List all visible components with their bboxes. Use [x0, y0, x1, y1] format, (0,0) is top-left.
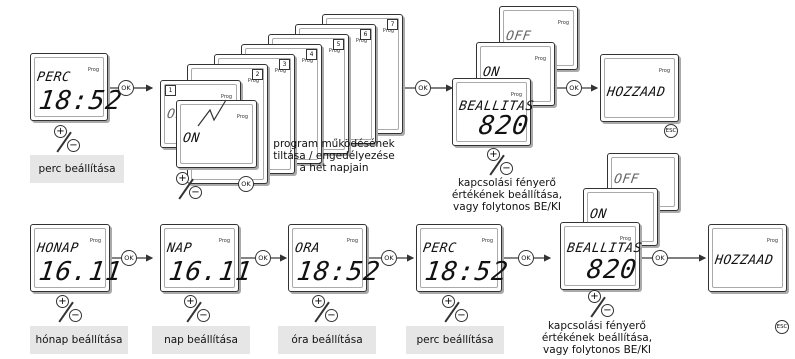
lcd-label: ORA — [293, 241, 322, 256]
zigzag-icon — [197, 99, 227, 127]
caption-perc-row2: perc beállítása — [406, 326, 504, 354]
ok-button[interactable]: OK — [652, 250, 668, 266]
plus-minus-buttons[interactable]: + − — [54, 125, 82, 155]
minus-button[interactable]: − — [455, 309, 468, 322]
ok-button[interactable]: OK — [566, 80, 582, 96]
caption-nap: nap beállítása — [152, 326, 250, 354]
day-number: 1 — [165, 85, 176, 96]
lcd-label: PERC — [421, 241, 458, 256]
plus-minus-buttons[interactable]: + − — [487, 148, 515, 178]
lcd-label: PERC — [35, 70, 72, 85]
caption-perc-row1: perc beállítása — [30, 155, 124, 183]
caption-ora: óra beállítása — [278, 326, 376, 354]
minus-button[interactable]: − — [189, 186, 202, 199]
ok-button[interactable]: OK — [518, 250, 534, 266]
light-note-row2: kapcsolási fényerő értékének beállítása,… — [541, 320, 653, 356]
on-label: ON — [588, 207, 608, 222]
lcd-value: 820 — [584, 255, 640, 285]
lcd-label: NAP — [165, 241, 194, 256]
days-note: program működésének tiltása / engedélyez… — [273, 138, 395, 174]
minus-button[interactable]: − — [67, 139, 80, 152]
plus-button[interactable]: + — [56, 295, 69, 308]
minus-button[interactable]: − — [69, 309, 82, 322]
plus-minus-buttons[interactable]: + − — [588, 290, 616, 320]
day-number: 3 — [279, 59, 290, 70]
plus-button[interactable]: + — [184, 295, 197, 308]
lcd-value: 820 — [476, 111, 532, 141]
caption-honap: hónap beállítása — [30, 326, 128, 354]
minus-button[interactable]: − — [601, 304, 614, 317]
lcd-perc-row2: Prog PERC 18:52 — [416, 224, 510, 292]
plus-button[interactable]: + — [588, 290, 601, 303]
lcd-label: HOZZAAD — [713, 253, 775, 268]
minus-button[interactable]: − — [500, 162, 513, 175]
prog-indicator: Prog — [87, 67, 99, 73]
day-number: 6 — [360, 29, 371, 40]
ok-button[interactable]: OK — [118, 80, 134, 96]
ok-button[interactable]: OK — [415, 80, 431, 96]
day-number: 7 — [387, 19, 398, 30]
plus-button[interactable]: + — [442, 295, 455, 308]
day-number: 5 — [333, 39, 344, 50]
lcd-value: 18:52 — [36, 86, 125, 116]
plus-minus-buttons[interactable]: + − — [312, 295, 340, 325]
off-label: OFF — [612, 172, 641, 187]
plus-button[interactable]: + — [54, 125, 67, 138]
light-note-row1: kapcsolási fényerő értékének beállítása,… — [451, 177, 563, 213]
lcd-nap: Prog NAP 16.11 — [160, 224, 254, 292]
lcd-label: BEALLITAS — [565, 241, 644, 256]
esc-button[interactable]: ESC — [775, 320, 789, 334]
lcd-day-1-on: Prog ON — [176, 100, 257, 168]
plus-minus-buttons[interactable]: + − — [176, 172, 204, 202]
lcd-value: 18:52 — [294, 257, 383, 287]
lcd-perc-row1: Prog PERC 18:52 — [30, 53, 124, 121]
minus-button[interactable]: − — [325, 309, 338, 322]
lcd-label: HOZZAAD — [605, 85, 667, 100]
lcd-hozzaad-row2: Prog HOZZAAD — [708, 224, 787, 292]
lcd-value: 18:52 — [422, 257, 511, 287]
day-number: 4 — [306, 49, 317, 60]
day-number: 2 — [252, 69, 263, 80]
lcd-value: 16.11 — [36, 257, 125, 287]
minus-button[interactable]: − — [197, 309, 210, 322]
lcd-value: 16.11 — [166, 257, 255, 287]
ok-button[interactable]: OK — [121, 250, 137, 266]
lcd-ora: Prog ORA 18:52 — [288, 224, 382, 292]
lcd-hozzaad-row1: Prog HOZZAAD — [600, 54, 679, 122]
lcd-honap: Prog HONAP 16.11 — [30, 224, 124, 292]
plus-minus-buttons[interactable]: + − — [184, 295, 212, 325]
lcd-label: HONAP — [35, 241, 80, 256]
lcd-light-setting: Prog BEALLITAS 820 — [452, 78, 535, 146]
lcd-light-setting-row2: Prog BEALLITAS 820 — [560, 222, 644, 290]
plus-minus-buttons[interactable]: + − — [442, 295, 470, 325]
plus-button[interactable]: + — [312, 295, 325, 308]
plus-minus-buttons[interactable]: + − — [56, 295, 84, 325]
plus-button[interactable]: + — [487, 148, 500, 161]
ok-button[interactable]: OK — [238, 176, 254, 192]
esc-button[interactable]: ESC — [664, 124, 678, 138]
ok-button[interactable]: OK — [381, 250, 397, 266]
plus-button[interactable]: + — [176, 172, 189, 185]
ok-button[interactable]: OK — [255, 250, 271, 266]
